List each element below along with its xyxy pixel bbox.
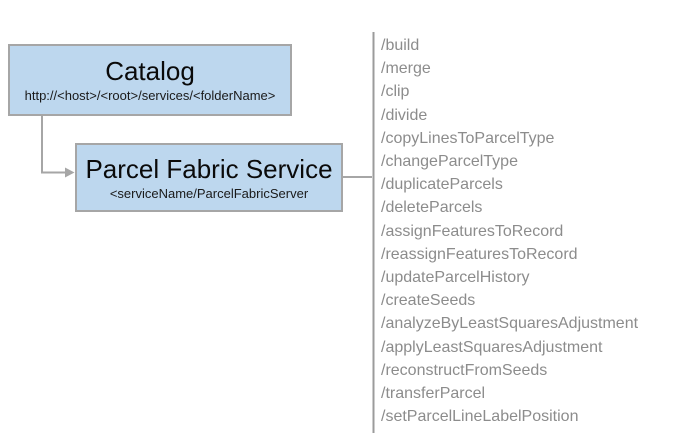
endpoint-item: /createSeeds xyxy=(381,292,476,310)
endpoint-item: /reconstructFromSeeds xyxy=(381,361,548,379)
endpoint-item: /assignFeaturesToRecord xyxy=(381,222,564,240)
endpoint-item: /updateParcelHistory xyxy=(381,269,530,287)
endpoint-item: /deleteParcels xyxy=(381,199,483,217)
parcel-fabric-service-node: Parcel Fabric Service <serviceName/Parce… xyxy=(75,143,343,212)
endpoint-item: /merge xyxy=(381,60,431,78)
endpoint-item: /build xyxy=(381,37,420,54)
endpoint-item: /setParcelLineLabelPosition xyxy=(381,408,579,426)
endpoint-item: /divide xyxy=(381,106,428,124)
catalog-title: Catalog xyxy=(105,56,195,86)
catalog-node: Catalog http://<host>/<root>/services/<f… xyxy=(8,44,292,116)
endpoint-item: /reassignFeaturesToRecord xyxy=(381,245,578,263)
connector-arrowhead-icon xyxy=(65,167,75,178)
endpoint-item: /transferParcel xyxy=(381,385,486,403)
endpoint-item: /copyLinesToParcelType xyxy=(381,129,555,147)
service-title: Parcel Fabric Service xyxy=(85,153,333,184)
catalog-to-service-connector xyxy=(41,116,66,174)
endpoint-item: /duplicateParcels xyxy=(381,176,503,194)
endpoint-item: /changeParcelType xyxy=(381,153,518,171)
service-url-pattern: <serviceName/ParcelFabricServer xyxy=(109,185,309,201)
endpoint-item: /clip xyxy=(381,83,410,101)
endpoint-item: /applyLeastSquaresAdjustment xyxy=(381,338,603,356)
endpoint-list: /build/merge/clip/divide/copyLinesToParc… xyxy=(381,34,681,428)
catalog-url-pattern: http://<host>/<root>/services/<folderNam… xyxy=(24,88,276,103)
endpoint-item: /analyzeByLeastSquaresAdjustment xyxy=(381,315,639,333)
